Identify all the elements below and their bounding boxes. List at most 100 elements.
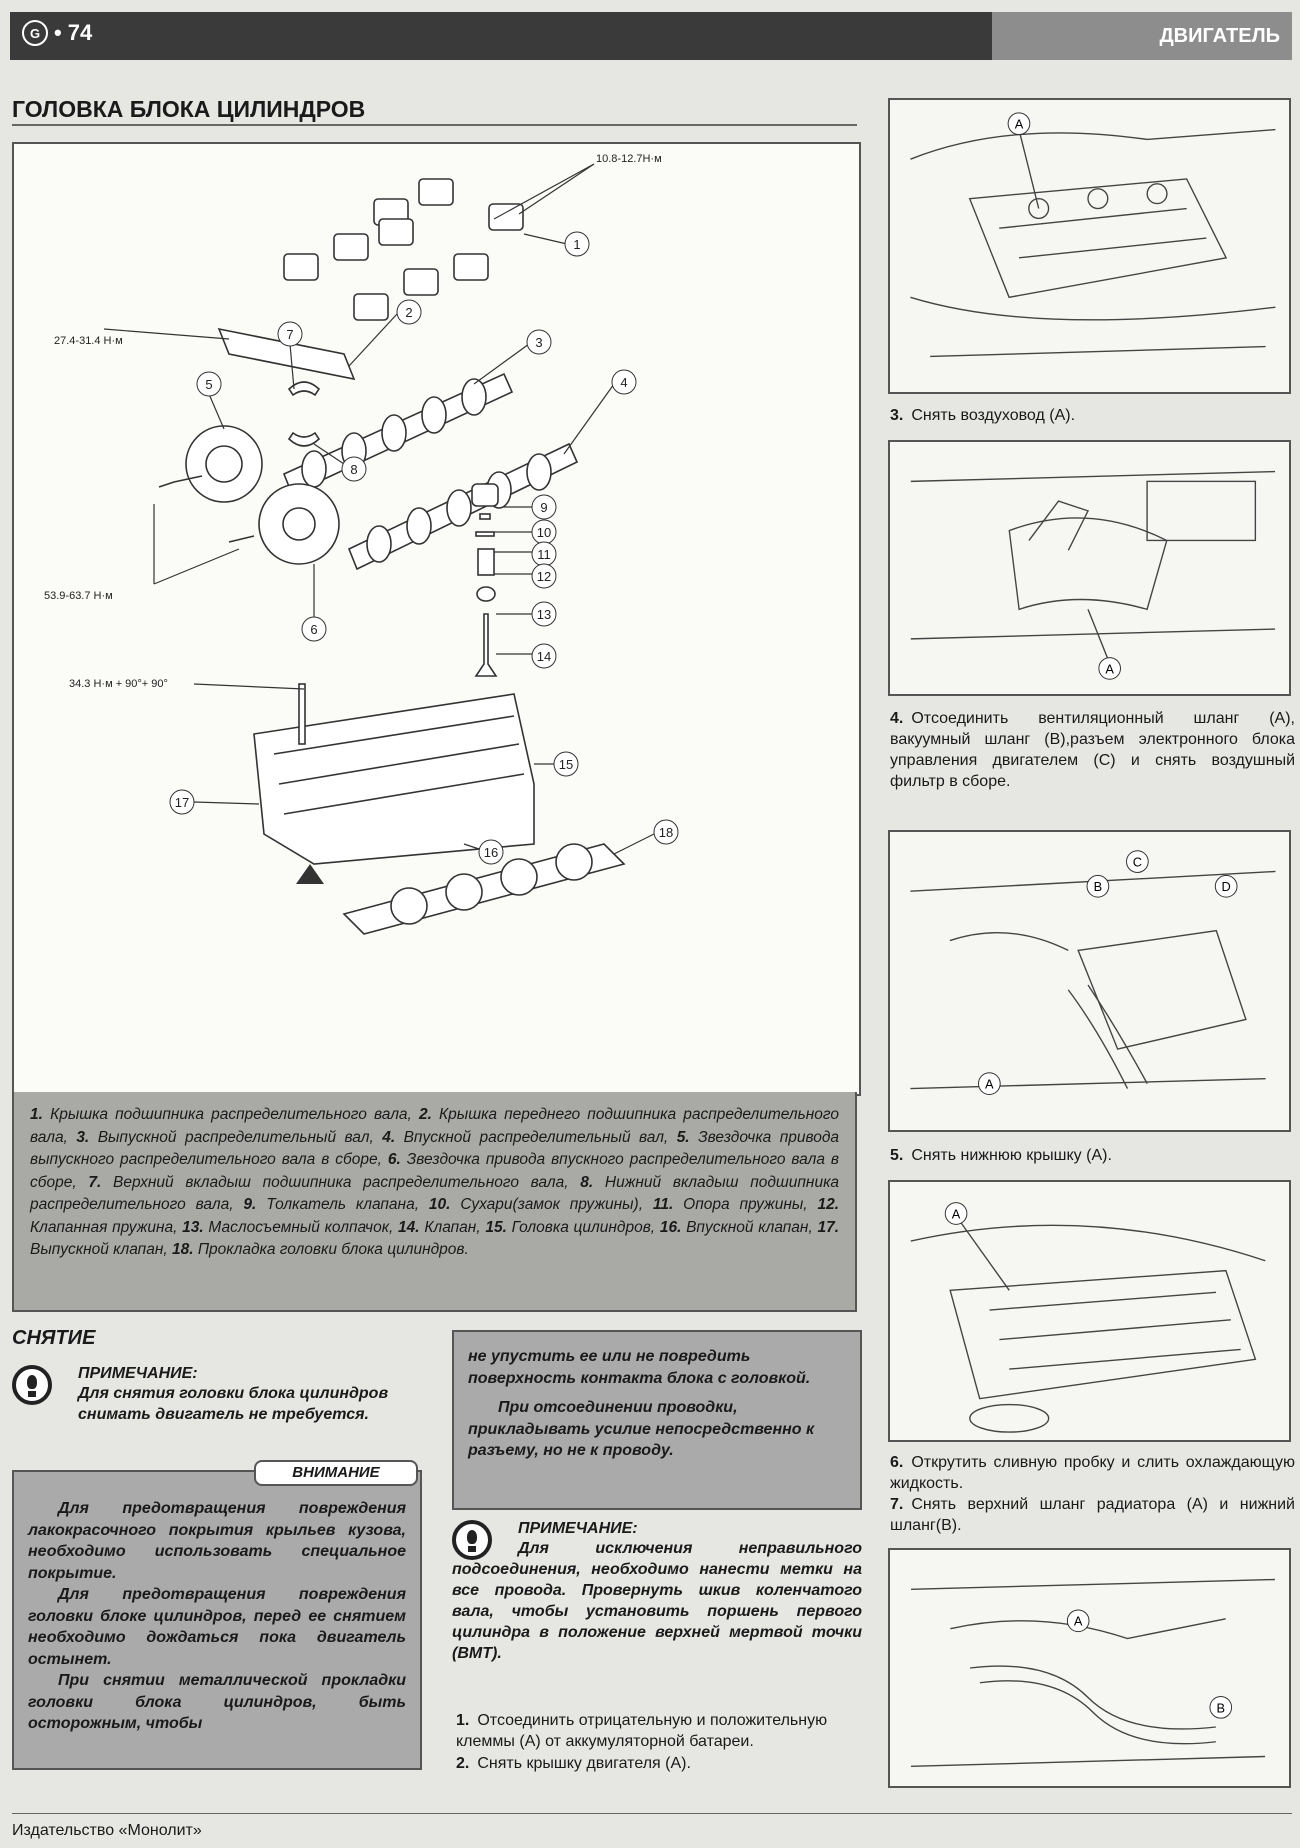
callout-8: 8 [341, 456, 367, 482]
publisher-logo-icon: G [22, 20, 48, 46]
photo-3-label-a: A [985, 1077, 994, 1092]
caption-steps-6-7: 6.Открутить сливную пробку и слить охлаж… [890, 1454, 1295, 1534]
callout-9: 9 [531, 494, 557, 520]
caption-step-3: 3.Снять воздуховод (А). [890, 407, 1076, 424]
figure-legend: 1. Крышка подшипника распределительного … [12, 1092, 857, 1312]
header-shade [992, 12, 1292, 60]
torque-label-4: 34.3 Н·м + 90°+ 90° [69, 678, 168, 690]
engine-drawing-1: A [910, 112, 1276, 358]
svg-text:10: 10 [537, 525, 551, 540]
legend-item: 9. Толкатель клапана, [243, 1196, 429, 1213]
photo-radiator-hoses: A B [888, 1548, 1291, 1788]
callout-15: 15 [553, 751, 579, 777]
legend-item: 16. Впускной клапан, [659, 1218, 818, 1236]
note-2-text: Для исключения неправильного подсоединен… [452, 1540, 862, 1662]
photo-5-label-b: B [1217, 1700, 1226, 1715]
callout-13: 13 [531, 601, 557, 627]
note-1-text: Для снятия головки блока цилиндров снима… [78, 1385, 389, 1423]
note-2-heading: ПРИМЕЧАНИЕ: [518, 1520, 638, 1537]
svg-text:9: 9 [540, 500, 547, 515]
page-title: ГОЛОВКА БЛОКА ЦИЛИНДРОВ [12, 96, 366, 122]
callout-1: 1 [564, 231, 590, 257]
callout-6: 6 [301, 616, 327, 642]
note-1-heading: ПРИМЕЧАНИЕ: [78, 1365, 198, 1382]
publisher-footer: Издательство «Монолит» [12, 1822, 202, 1839]
valve-seal [476, 586, 496, 602]
note-1: ПРИМЕЧАНИЕ: Для снятия головки блока цил… [12, 1365, 422, 1425]
intake-camshaft [347, 442, 579, 571]
photo-hoses-connectors: B C D A [888, 830, 1291, 1132]
photo-1-label-a: A [1015, 117, 1024, 132]
section-title: ДВИГАТЕЛЬ [1159, 25, 1280, 47]
legend-item: 17. Выпускной клапан, [30, 1218, 840, 1259]
upper-bearing-shell [287, 381, 321, 397]
warning-continuation-box: не упустить ее или не повредить поверхно… [452, 1330, 862, 1510]
legend-item: 7. Верхний вкладыш подшипника распредели… [88, 1173, 581, 1191]
svg-text:4: 4 [620, 375, 627, 390]
title-rule [12, 124, 857, 126]
callout-10: 10 [531, 519, 557, 545]
svg-text:2: 2 [405, 305, 412, 320]
svg-text:11: 11 [537, 547, 551, 562]
caption-step-4: 4.Отсоединить вентиляционный шланг (А), … [890, 710, 1295, 790]
warning-badge: ВНИМАНИЕ [254, 1460, 418, 1486]
page-header: G • 74 ДВИГАТЕЛЬ [10, 12, 1292, 60]
callout-3: 3 [526, 329, 552, 355]
photo-3-label-c: C [1133, 855, 1142, 870]
exploded-view-figure: 10.8-12.7Н·м 27.4-31.4 Н·м 53.9-63.7 Н·м… [12, 142, 861, 1096]
warning-continuation-2: При отсоединении проводки, прикладывать … [468, 1399, 815, 1459]
caption-step-5: 5.Снять нижнюю крышку (А). [890, 1147, 1112, 1164]
valve-spring [477, 548, 495, 576]
step-2: 2.Снять крышку двигателя (А). [456, 1755, 691, 1772]
note-2: ПРИМЕЧАНИЕ: Для исключения неправильного… [452, 1520, 862, 1664]
warning-paragraph-1: Для предотвращения повреждения лакокрасо… [28, 1500, 406, 1582]
warning-paragraph-2: Для предотвращения повреждения головки б… [28, 1586, 406, 1668]
step-1: 1.Отсоединить отрицательную и положитель… [456, 1712, 828, 1750]
torque-label-2: 27.4-31.4 Н·м [54, 335, 123, 347]
removal-steps-1-2: 1.Отсоединить отрицательную и положитель… [456, 1710, 866, 1775]
callout-5: 5 [196, 371, 222, 397]
manufacturer-logo-icon [296, 864, 324, 884]
legend-item: 10. Сухари(замок пружины), [428, 1196, 653, 1213]
svg-text:8: 8 [350, 462, 357, 477]
callout-2: 2 [396, 299, 422, 325]
cylinder-head [253, 693, 535, 865]
svg-text:3: 3 [535, 335, 542, 350]
page-number-value: 74 [67, 20, 93, 45]
legend-item: 5. Звездочка привода выпускного распреде… [30, 1128, 840, 1169]
svg-text:14: 14 [537, 649, 551, 664]
photo-3-label-d: D [1222, 879, 1231, 894]
callout-16: 16 [478, 839, 504, 865]
svg-text:6: 6 [310, 622, 317, 637]
callout-11: 11 [531, 541, 557, 567]
callout-7: 7 [277, 321, 303, 347]
legend-item: 8. Нижний вкладыш подшипника распределит… [30, 1173, 840, 1214]
lower-bearing-shell [287, 431, 321, 447]
photo-5-label-a: A [1074, 1614, 1083, 1629]
engine-drawing-4: A [910, 1202, 1266, 1433]
svg-text:5: 5 [205, 377, 212, 392]
legend-item: 2. Крышка переднего подшипника распредел… [30, 1106, 840, 1146]
svg-text:12: 12 [537, 569, 551, 584]
exhaust-camshaft [282, 372, 514, 496]
valve [474, 613, 498, 677]
legend-item: 11. Опора пружины, [652, 1196, 818, 1213]
svg-text:17: 17 [175, 795, 189, 810]
photo-3-label-b: B [1094, 879, 1103, 894]
legend-item: 14. Клапан, [398, 1218, 486, 1236]
camshaft-bearing-caps [283, 178, 524, 321]
page-number: G • 74 [22, 20, 92, 46]
valve-lifter [471, 483, 499, 507]
warning-box: Для предотвращения повреждения лакокрасо… [12, 1470, 422, 1770]
torque-label-1: 10.8-12.7Н·м [596, 153, 662, 165]
legend-item: 18. Прокладка головки блока цилиндров. [171, 1241, 469, 1258]
svg-text:1: 1 [573, 237, 580, 252]
legend-item: 12. Клапанная пружина, [30, 1196, 840, 1236]
svg-text:7: 7 [286, 327, 293, 342]
legend-item: 4. Впускной распределительный вал, [382, 1128, 677, 1146]
legend-item: 13. Маслосъемный колпачок, [182, 1218, 399, 1236]
front-bearing-cap [217, 327, 356, 381]
callout-12: 12 [531, 563, 557, 589]
engine-drawing-3: B C D A [910, 850, 1276, 1095]
photo-4-label-a: A [952, 1206, 961, 1221]
